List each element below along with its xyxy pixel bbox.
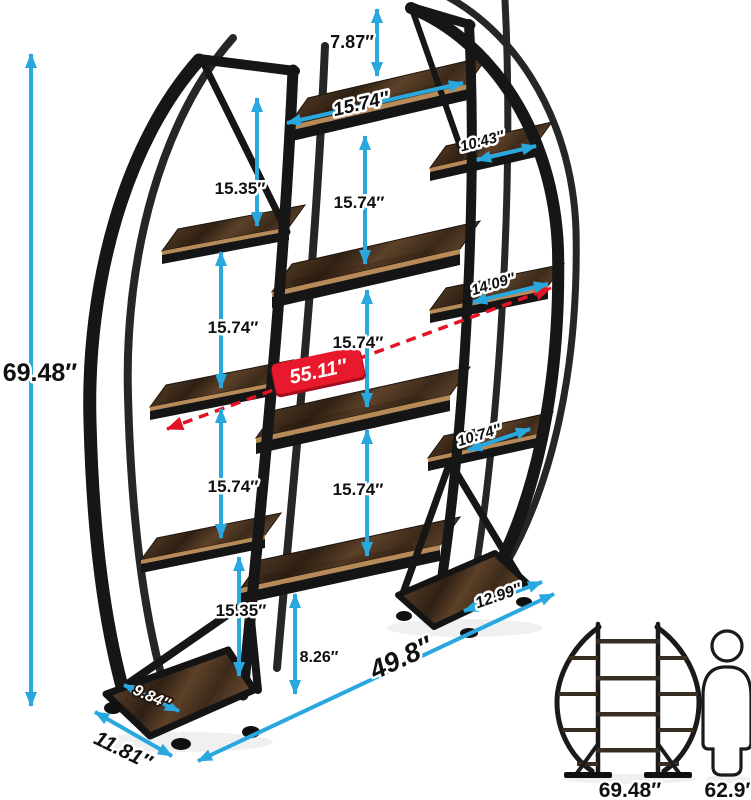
dim-label-left-gap-3: 15.74″ <box>208 477 259 496</box>
left-top-bar <box>194 54 300 76</box>
mini-left-arc <box>554 624 602 774</box>
ref-label-person-height: 62.9″ <box>705 779 751 800</box>
left-front-arc <box>83 53 206 701</box>
dim-label-left-gap-1: 15.35″ <box>215 179 266 198</box>
right-back-arc <box>445 0 580 580</box>
badge-background <box>271 346 365 395</box>
dim-label-overall-width: 49.8″ <box>364 630 438 686</box>
left-base <box>102 596 262 750</box>
dim-label-top-clearance: 7.87″ <box>330 32 374 52</box>
person-head <box>710 629 744 663</box>
person-body <box>701 665 751 777</box>
left-brace <box>200 60 291 236</box>
left-shelf-1 <box>160 204 307 264</box>
dim-arrow-right-shelf-2 <box>472 281 549 305</box>
left-back-arc <box>123 34 237 674</box>
dim-label-center-gap-2: 15.74″ <box>333 333 384 352</box>
scale-reference: 69.48″ 62.9″ <box>554 621 751 800</box>
dim-label-center-gap-1: 15.74″ <box>334 193 385 212</box>
dim-arrow-overall-width <box>197 592 555 763</box>
dim-arrow-right-shelf-1 <box>476 143 537 163</box>
dim-arrow-top-shelf-width <box>286 80 464 126</box>
dim-arrow-base-depth <box>94 710 173 758</box>
dim-label-left-gap-4: 15.35″ <box>216 601 267 620</box>
dim-label-left-gap-2: 15.74″ <box>208 318 259 337</box>
mini-right-arc <box>654 624 702 774</box>
dim-label-center-gap-3: 15.74″ <box>333 480 384 499</box>
right-shelf-2 <box>428 263 566 323</box>
left-shelf-3 <box>139 512 283 573</box>
dim-arrow-base-plate-depth <box>123 683 180 713</box>
dim-label-bottom-clearance: 8.26″ <box>300 649 339 666</box>
right-front-arc <box>405 2 565 604</box>
mini-bookshelf-front-view <box>554 621 702 778</box>
shelf-4-bottom <box>239 516 462 604</box>
dim-label-overall-height: 69.48″ <box>3 359 78 387</box>
ref-label-shelf-height: 69.48″ <box>599 779 662 800</box>
right-top-bar <box>405 2 476 30</box>
dim-arrow-right-shelf-3 <box>467 427 531 452</box>
highlight-badge: 55.11″ <box>271 346 366 398</box>
person-silhouette <box>701 629 751 777</box>
